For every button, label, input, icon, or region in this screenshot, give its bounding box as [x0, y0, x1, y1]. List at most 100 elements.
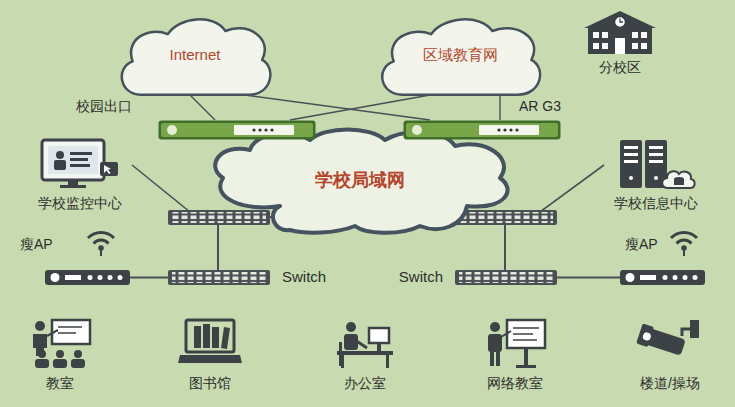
- label-holder: AR G3: [519, 98, 561, 115]
- switch-case: [168, 270, 270, 285]
- power-light: [167, 125, 177, 135]
- node-label: Switch: [399, 268, 443, 286]
- node-label: 教室: [46, 375, 74, 392]
- laptop-screen: [186, 320, 234, 352]
- node-label: 瘦AP: [625, 236, 658, 253]
- info-center: 学校信息中心: [604, 138, 708, 214]
- database-top: [674, 177, 684, 181]
- monitor-stand: [377, 343, 381, 351]
- pointer: [501, 331, 511, 337]
- port-panel: [234, 125, 294, 135]
- pointer-arrow: [104, 165, 111, 174]
- access-point: 瘦AP: [45, 270, 130, 285]
- node-label: 区域教育网: [423, 46, 498, 64]
- icon-picture: [333, 318, 397, 370]
- lecturer-leg: [490, 352, 494, 366]
- node-label: AR G3: [519, 98, 561, 115]
- switch-ports: [172, 272, 266, 283]
- router-case: [159, 121, 316, 140]
- router-case: [404, 121, 561, 140]
- cloud-outline: [122, 19, 271, 94]
- monitor-center: 学校监控中心: [28, 138, 132, 214]
- camera-icon: 楼道/操场: [625, 318, 715, 394]
- ap-dot: [683, 275, 688, 280]
- student-body: [35, 359, 49, 368]
- mount-arm: [682, 329, 690, 336]
- internet-cloud: Internet: [115, 15, 275, 95]
- port-dot: [270, 128, 273, 131]
- window: [641, 32, 647, 38]
- router-face: [406, 123, 558, 137]
- server-led: [629, 176, 633, 180]
- server-slot: [649, 146, 663, 149]
- pointer-box: [100, 162, 118, 176]
- core-switch: [168, 210, 270, 225]
- server-slot: [624, 153, 638, 156]
- port-dot: [264, 128, 267, 131]
- switch-ports: [172, 212, 266, 223]
- network-link: [515, 165, 604, 212]
- antenna: [100, 248, 102, 256]
- node-label: 瘦AP: [20, 236, 53, 253]
- wifi-arc: [94, 240, 109, 243]
- antenna: [683, 248, 685, 256]
- port-panel: [479, 125, 539, 135]
- library-icon: 图书馆: [165, 318, 255, 394]
- ap-slot: [65, 275, 81, 280]
- wall-mount: [690, 320, 699, 338]
- window: [593, 32, 599, 38]
- node-label: 学校监控中心: [38, 195, 122, 212]
- icon-picture: [638, 318, 702, 370]
- ap-dot: [108, 275, 113, 280]
- icon-picture: [483, 318, 547, 370]
- office-icon: 办公室: [320, 318, 410, 394]
- cloud-outline: [382, 19, 540, 94]
- port-dot: [497, 128, 500, 131]
- clock-hands: [620, 19, 623, 23]
- server-slot: [649, 160, 663, 163]
- access-point: 瘦AP: [620, 270, 705, 285]
- node-label: 网络教室: [487, 375, 543, 392]
- network-link: [190, 95, 215, 120]
- desk-leg: [341, 355, 344, 368]
- port-dot: [503, 128, 506, 131]
- ap-case: [620, 270, 705, 285]
- board-foot: [516, 365, 536, 368]
- book: [221, 327, 230, 349]
- node-label: 办公室: [344, 375, 386, 392]
- switch-case: [455, 270, 557, 285]
- node-label: 学校局域网: [315, 170, 405, 192]
- server-slot: [624, 146, 638, 149]
- camera-hood: [636, 324, 654, 348]
- network-link: [132, 165, 205, 212]
- network-link: [499, 95, 500, 120]
- wifi-arc: [677, 240, 692, 243]
- router-device: 校园出口: [158, 120, 316, 140]
- core-switch: [455, 210, 557, 225]
- node-label: 校园出口: [76, 98, 132, 115]
- student-head: [56, 350, 64, 358]
- device-picture: [158, 120, 316, 140]
- student-head: [74, 350, 82, 358]
- book: [203, 324, 210, 348]
- network-link: [505, 218, 515, 270]
- board-lines: [513, 328, 539, 340]
- icon-picture: [616, 138, 696, 190]
- clock-face: [615, 17, 626, 28]
- window: [602, 43, 608, 49]
- router-device: AR G3: [403, 120, 561, 140]
- switch-ports: [459, 272, 553, 283]
- book: [212, 327, 219, 348]
- wall: [588, 27, 652, 54]
- ap-case: [45, 270, 130, 285]
- desk-leg: [386, 355, 389, 368]
- desk: [337, 351, 393, 355]
- router-face: [161, 123, 313, 137]
- label-holder: Switch: [399, 268, 443, 286]
- lecturer-leg: [496, 352, 500, 366]
- lecturer-head: [490, 322, 500, 332]
- node-label: Switch: [282, 268, 326, 286]
- person-body: [54, 160, 66, 170]
- wifi-arc: [671, 232, 697, 238]
